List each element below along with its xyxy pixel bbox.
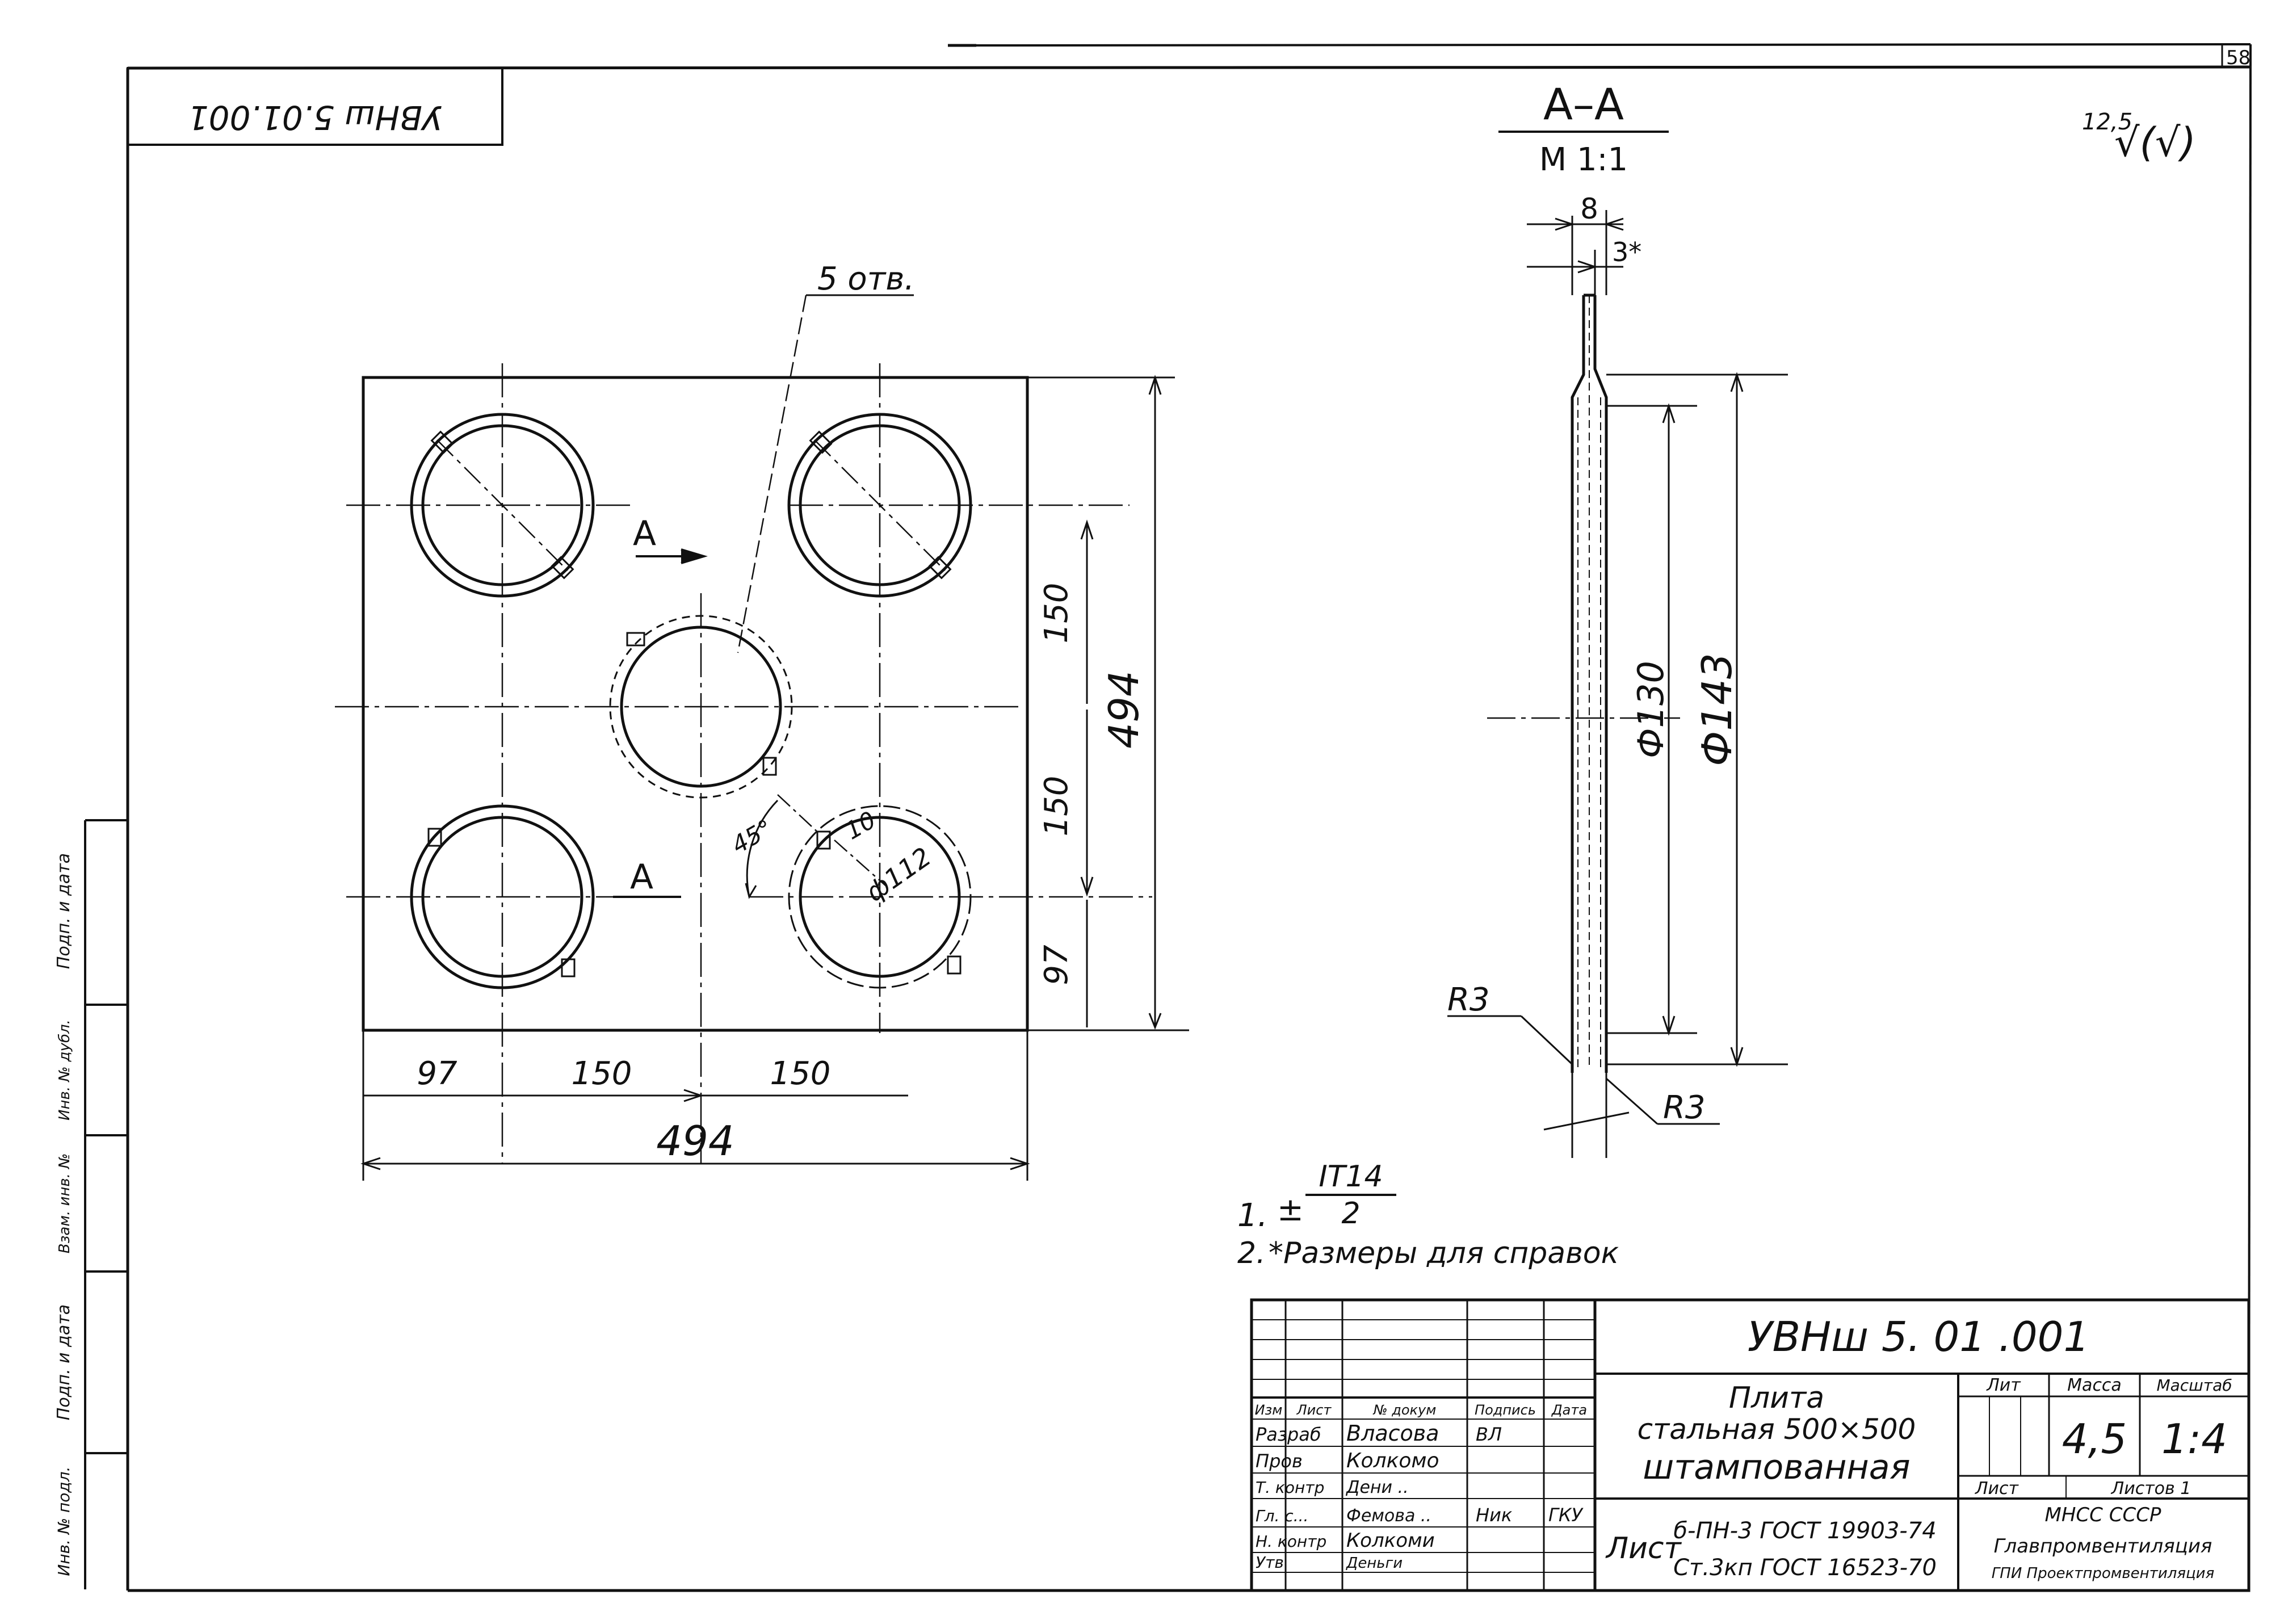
tb-sign-4: Ник bbox=[1476, 1504, 1513, 1526]
designation-rotated-box: УВНш 5.01.001 bbox=[127, 67, 503, 146]
dim-pitch-h1: 150 bbox=[572, 1055, 632, 1092]
tb-org-line-2: Главпромвентиляция bbox=[1994, 1535, 2212, 1558]
tb-scale-label: Масштаб bbox=[2156, 1376, 2232, 1395]
left-strip bbox=[84, 819, 128, 1589]
tb-name-line-1: Плита bbox=[1729, 1381, 1824, 1415]
tb-name-2: Колкомо bbox=[1346, 1449, 1439, 1472]
tb-name-5: Колкоми bbox=[1346, 1529, 1435, 1552]
tb-mass: 4,5 bbox=[2062, 1415, 2127, 1463]
tb-lit-label: Лит bbox=[1986, 1375, 2021, 1395]
roughness-symbol: √(√) bbox=[2114, 119, 2196, 166]
tb-name-line-3: штампованная bbox=[1643, 1447, 1910, 1487]
dim-radius-2: R3 bbox=[1663, 1089, 1706, 1126]
tb-sign-1: ВЛ bbox=[1476, 1424, 1502, 1445]
plate-outline bbox=[362, 376, 1029, 1032]
dim-pitch-v1: 150 bbox=[1038, 583, 1075, 644]
dim-pitch-v2: 150 bbox=[1038, 776, 1075, 837]
plan-view bbox=[335, 294, 1189, 1181]
tb-col-sign: Подпись bbox=[1475, 1402, 1536, 1418]
dim-overall-h: 494 bbox=[656, 1117, 734, 1165]
tb-role-2: Пров bbox=[1256, 1450, 1303, 1472]
section-mark-bottom: А bbox=[630, 857, 653, 897]
tb-name-4: Фемова .. bbox=[1346, 1506, 1431, 1526]
dim-overall-v: 494 bbox=[1100, 670, 1148, 748]
designation-rotated: УВНш 5.01.001 bbox=[188, 98, 443, 137]
dim-offset: 3* bbox=[1612, 237, 1641, 267]
strip-label-5: Инв. № подл. bbox=[54, 1466, 73, 1576]
strip-label-2: Инв. № дубл. bbox=[56, 1019, 73, 1121]
tb-date-4: ГКУ bbox=[1548, 1504, 1584, 1526]
dim-dia-outer: Ф143 bbox=[1693, 653, 1741, 766]
dim-edge-v: 97 bbox=[1038, 945, 1075, 985]
dim-radius-1: R3 bbox=[1447, 981, 1490, 1018]
tb-scale: 1:4 bbox=[2161, 1415, 2227, 1463]
tb-name-6: Деньги bbox=[1346, 1555, 1403, 1572]
strip-label-3: Взам. инв. № bbox=[56, 1153, 73, 1254]
hole-top-right bbox=[787, 413, 972, 598]
dim-edge-h: 97 bbox=[417, 1055, 457, 1092]
hole-bottom-right bbox=[777, 794, 972, 989]
dim-hole-dia: ф112 bbox=[860, 841, 937, 908]
tb-designation: УВНш 5. 01 .001 bbox=[1748, 1313, 2090, 1361]
tb-material-line-2: Ст.3кп ГОСТ 16523-70 bbox=[1673, 1555, 1937, 1581]
tb-material-prefix: Лист bbox=[1605, 1531, 1682, 1566]
section-mark-top: А bbox=[633, 514, 656, 553]
tb-col-list: Лист bbox=[1296, 1402, 1332, 1418]
note-2-num: 2. bbox=[1237, 1236, 1266, 1270]
section-title: А–А bbox=[1543, 79, 1624, 129]
tb-sheet-label: Лист bbox=[1975, 1479, 2020, 1499]
tb-mass-label: Масса bbox=[2067, 1375, 2122, 1395]
roughness-value: 12,5 bbox=[2082, 109, 2132, 135]
hole-top-left bbox=[410, 413, 595, 598]
tb-name-line-2: стальная 500×500 bbox=[1638, 1413, 1916, 1446]
tb-material-line-1: б-ПН-3 ГОСТ 19903-74 bbox=[1673, 1518, 1936, 1544]
strip-label-1: Подп. и дата bbox=[54, 853, 74, 969]
tb-role-6: Утв bbox=[1256, 1553, 1284, 1572]
tb-role-3: Т. контр bbox=[1256, 1478, 1324, 1497]
notes: 1. ± IT14 2 2. *Размеры для справок bbox=[1237, 1160, 1619, 1270]
section-scale: М 1:1 bbox=[1539, 141, 1628, 178]
tb-name-3: Дени .. bbox=[1345, 1478, 1409, 1497]
tb-role-1: Разраб bbox=[1256, 1424, 1321, 1445]
tb-sheets-label: Листов 1 bbox=[2111, 1479, 2191, 1499]
tb-col-izm: Изм bbox=[1255, 1402, 1283, 1418]
tb-org-line-3: ГПИ Проектпромвентиляция bbox=[1992, 1565, 2214, 1582]
note-1-denominator: 2 bbox=[1341, 1197, 1360, 1231]
title-block bbox=[1250, 1298, 2251, 1592]
tb-role-5: Н. контр bbox=[1256, 1532, 1326, 1551]
tb-role-4: Гл. с... bbox=[1256, 1506, 1308, 1525]
tb-col-doc: № докум bbox=[1372, 1402, 1437, 1418]
roughness-mark: 12,5 √(√) bbox=[2082, 109, 2196, 166]
dim-pitch-h2: 150 bbox=[770, 1055, 831, 1092]
dim-angle: 45° bbox=[727, 814, 778, 859]
hole-callout: 5 отв. bbox=[817, 261, 914, 297]
tb-org-line-1: МНСС СССР bbox=[2045, 1504, 2161, 1526]
note-1-sign: ± bbox=[1277, 1191, 1304, 1228]
hole-bottom-left bbox=[410, 804, 595, 989]
sheet-number: 58 bbox=[2226, 47, 2251, 69]
dim-dia-inner: Ф130 bbox=[1630, 661, 1672, 758]
sheet-number-box: 58 bbox=[2221, 44, 2251, 69]
section-view bbox=[1447, 210, 1788, 1158]
tb-col-date: Дата bbox=[1551, 1402, 1587, 1418]
note-1-num: 1. bbox=[1237, 1197, 1267, 1234]
note-1-numerator: IT14 bbox=[1319, 1160, 1383, 1194]
dim-thickness: 8 bbox=[1580, 192, 1598, 225]
note-2-text: *Размеры для справок bbox=[1269, 1236, 1619, 1270]
tb-name-1: Власова bbox=[1346, 1421, 1439, 1446]
hole-center bbox=[609, 615, 793, 799]
strip-label-4: Подп. и дата bbox=[54, 1304, 74, 1420]
